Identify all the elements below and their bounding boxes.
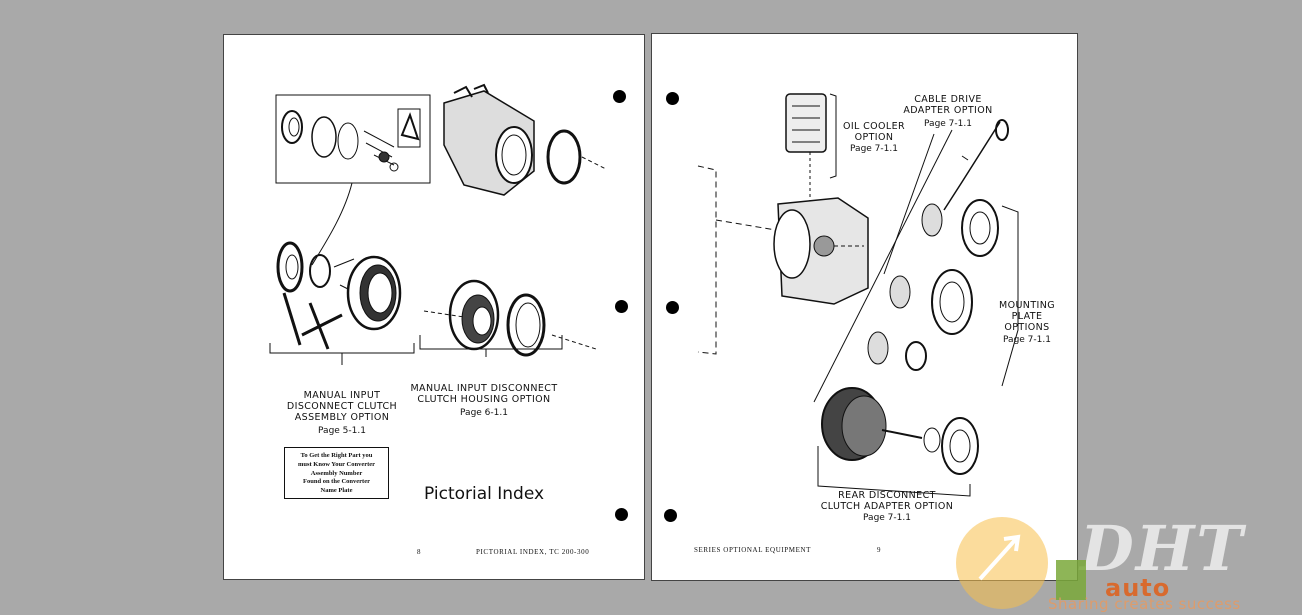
watermark-green-block xyxy=(1056,560,1086,600)
watermark-brand: auto xyxy=(1105,574,1171,602)
note-text: To Get the Right Part you must Know Your… xyxy=(297,452,376,495)
callout-rear-clutch-page: Page 7-1.1 xyxy=(863,513,911,523)
punch-hole xyxy=(666,301,679,314)
callout-housing-page: Page 6-1.1 xyxy=(460,408,508,418)
right-page: OIL COOLER OPTION Page 7-1.1 CABLE DRIVE… xyxy=(651,33,1078,581)
punch-hole xyxy=(666,92,679,105)
callout-housing: MANUAL INPUT DISCONNECT CLUTCH HOUSING O… xyxy=(410,383,558,405)
left-page: MANUAL INPUT DISCONNECT CLUTCH ASSEMBLY … xyxy=(223,34,645,580)
callout-rear-clutch: REAR DISCONNECT CLUTCH ADAPTER OPTION xyxy=(820,490,954,512)
page-number: 8 xyxy=(417,548,422,556)
note-box: To Get the Right Part you must Know Your… xyxy=(284,447,389,499)
punch-hole xyxy=(615,300,628,313)
watermark-tagline: Sharing creates success xyxy=(1048,595,1241,613)
watermark-letters: DHT xyxy=(1080,512,1245,585)
callout-oil-cooler-page: Page 7-1.1 xyxy=(850,144,898,154)
left-page-illustration xyxy=(269,83,607,365)
page-footer: SERIES OPTIONAL EQUIPMENT xyxy=(694,546,812,554)
callout-cable-drive: CABLE DRIVE ADAPTER OPTION xyxy=(903,94,993,116)
watermark-logo-circle xyxy=(956,517,1048,609)
page-title: Pictorial Index xyxy=(424,484,545,504)
callout-oil-cooler: OIL COOLER OPTION xyxy=(842,121,906,143)
punch-hole xyxy=(615,508,628,521)
punch-hole xyxy=(664,509,677,522)
callout-input-clutch: MANUAL INPUT DISCONNECT CLUTCH ASSEMBLY … xyxy=(286,390,398,423)
callout-cable-drive-page: Page 7-1.1 xyxy=(924,119,972,129)
punch-hole xyxy=(613,90,626,103)
callout-mounting: MOUNTING PLATE OPTIONS xyxy=(998,300,1055,333)
page-number: 9 xyxy=(877,546,882,554)
right-page-illustration xyxy=(697,93,1019,497)
page-footer: PICTORIAL INDEX, TC 200-300 xyxy=(476,548,590,556)
callout-mounting-page: Page 7-1.1 xyxy=(1003,335,1051,345)
callout-input-clutch-page: Page 5-1.1 xyxy=(318,426,366,436)
